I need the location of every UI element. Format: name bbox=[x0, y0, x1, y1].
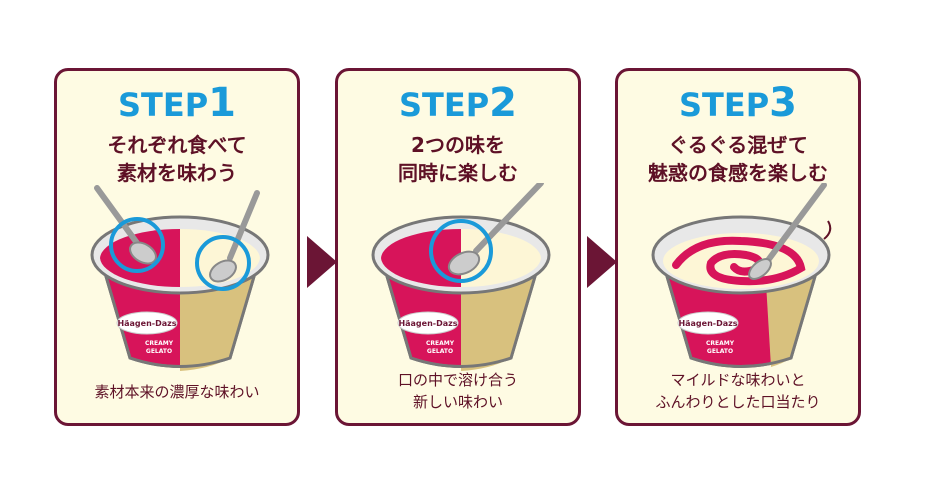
step-2-heading: 2つの味を 同時に楽しむ bbox=[338, 131, 578, 187]
product-line-2: GELATO bbox=[427, 348, 453, 355]
heading-line-2: 同時に楽しむ bbox=[398, 161, 518, 185]
motion-mark-icon bbox=[823, 220, 832, 240]
gelato-cup-center-spoon-illustration: Häagen-Dazs CREAMY GELATO bbox=[371, 183, 551, 371]
product-line-2: GELATO bbox=[707, 348, 733, 355]
product-line-1: CREAMY bbox=[706, 340, 735, 347]
step-2-description: 口の中で溶け合う 新しい味わい bbox=[338, 369, 578, 413]
step-label: STEP bbox=[117, 86, 209, 124]
heading-line-2: 素材を味わう bbox=[117, 161, 237, 185]
step-3-title: STEP3 bbox=[618, 83, 858, 124]
step-1-card: STEP1 それぞれ食べて 素材を味わう Häagen-Dazs CREAMY … bbox=[54, 68, 300, 426]
heading-line-1: それぞれ食べて bbox=[107, 133, 247, 157]
description-line-1: 素材本来の濃厚な味わい bbox=[94, 383, 260, 401]
arrow-right-icon bbox=[587, 236, 617, 288]
step-2-card: STEP2 2つの味を 同時に楽しむ Häagen-Dazs CREAMY GE… bbox=[335, 68, 581, 426]
product-line-2: GELATO bbox=[146, 348, 172, 355]
gelato-cup-swirl-illustration: Häagen-Dazs CREAMY GELATO bbox=[651, 183, 832, 368]
step-number: 3 bbox=[769, 80, 798, 126]
product-line-1: CREAMY bbox=[145, 340, 174, 347]
arrow-right-icon bbox=[307, 236, 337, 288]
description-line-2: ふんわりとした口当たり bbox=[655, 393, 821, 411]
product-line-1: CREAMY bbox=[426, 340, 455, 347]
step-3-description: マイルドな味わいと ふんわりとした口当たり bbox=[618, 369, 858, 413]
brand-label: Häagen-Dazs bbox=[398, 319, 457, 328]
step-3-card: STEP3 ぐるぐる混ぜて 魅惑の食感を楽しむ Häagen-Dazs CREA… bbox=[615, 68, 861, 426]
step-1-description: 素材本来の濃厚な味わい bbox=[57, 381, 297, 403]
description-line-1: マイルドな味わいと bbox=[670, 371, 806, 389]
description-line-1: 口の中で溶け合う bbox=[397, 371, 518, 389]
brand-label: Häagen-Dazs bbox=[678, 319, 737, 328]
description-line-2: 新しい味わい bbox=[412, 393, 503, 411]
step-label: STEP bbox=[678, 86, 770, 124]
step-1-title: STEP1 bbox=[57, 83, 297, 124]
step-3-heading: ぐるぐる混ぜて 魅惑の食感を楽しむ bbox=[618, 131, 858, 187]
heading-line-2: 魅惑の食感を楽しむ bbox=[648, 161, 828, 185]
highlight-circle-icon bbox=[109, 217, 165, 273]
heading-line-1: 2つの味を bbox=[411, 133, 505, 157]
step-1-heading: それぞれ食べて 素材を味わう bbox=[57, 131, 297, 187]
heading-line-1: ぐるぐる混ぜて bbox=[668, 133, 808, 157]
step-number: 1 bbox=[208, 80, 237, 126]
brand-label: Häagen-Dazs bbox=[117, 319, 176, 328]
step-number: 2 bbox=[489, 80, 518, 126]
step-label: STEP bbox=[398, 86, 490, 124]
gelato-cup-split-two-spoons-illustration: Häagen-Dazs CREAMY GELATO bbox=[90, 185, 270, 371]
highlight-circle-icon bbox=[429, 219, 493, 283]
step-2-title: STEP2 bbox=[338, 83, 578, 124]
highlight-circle-icon bbox=[195, 235, 251, 291]
